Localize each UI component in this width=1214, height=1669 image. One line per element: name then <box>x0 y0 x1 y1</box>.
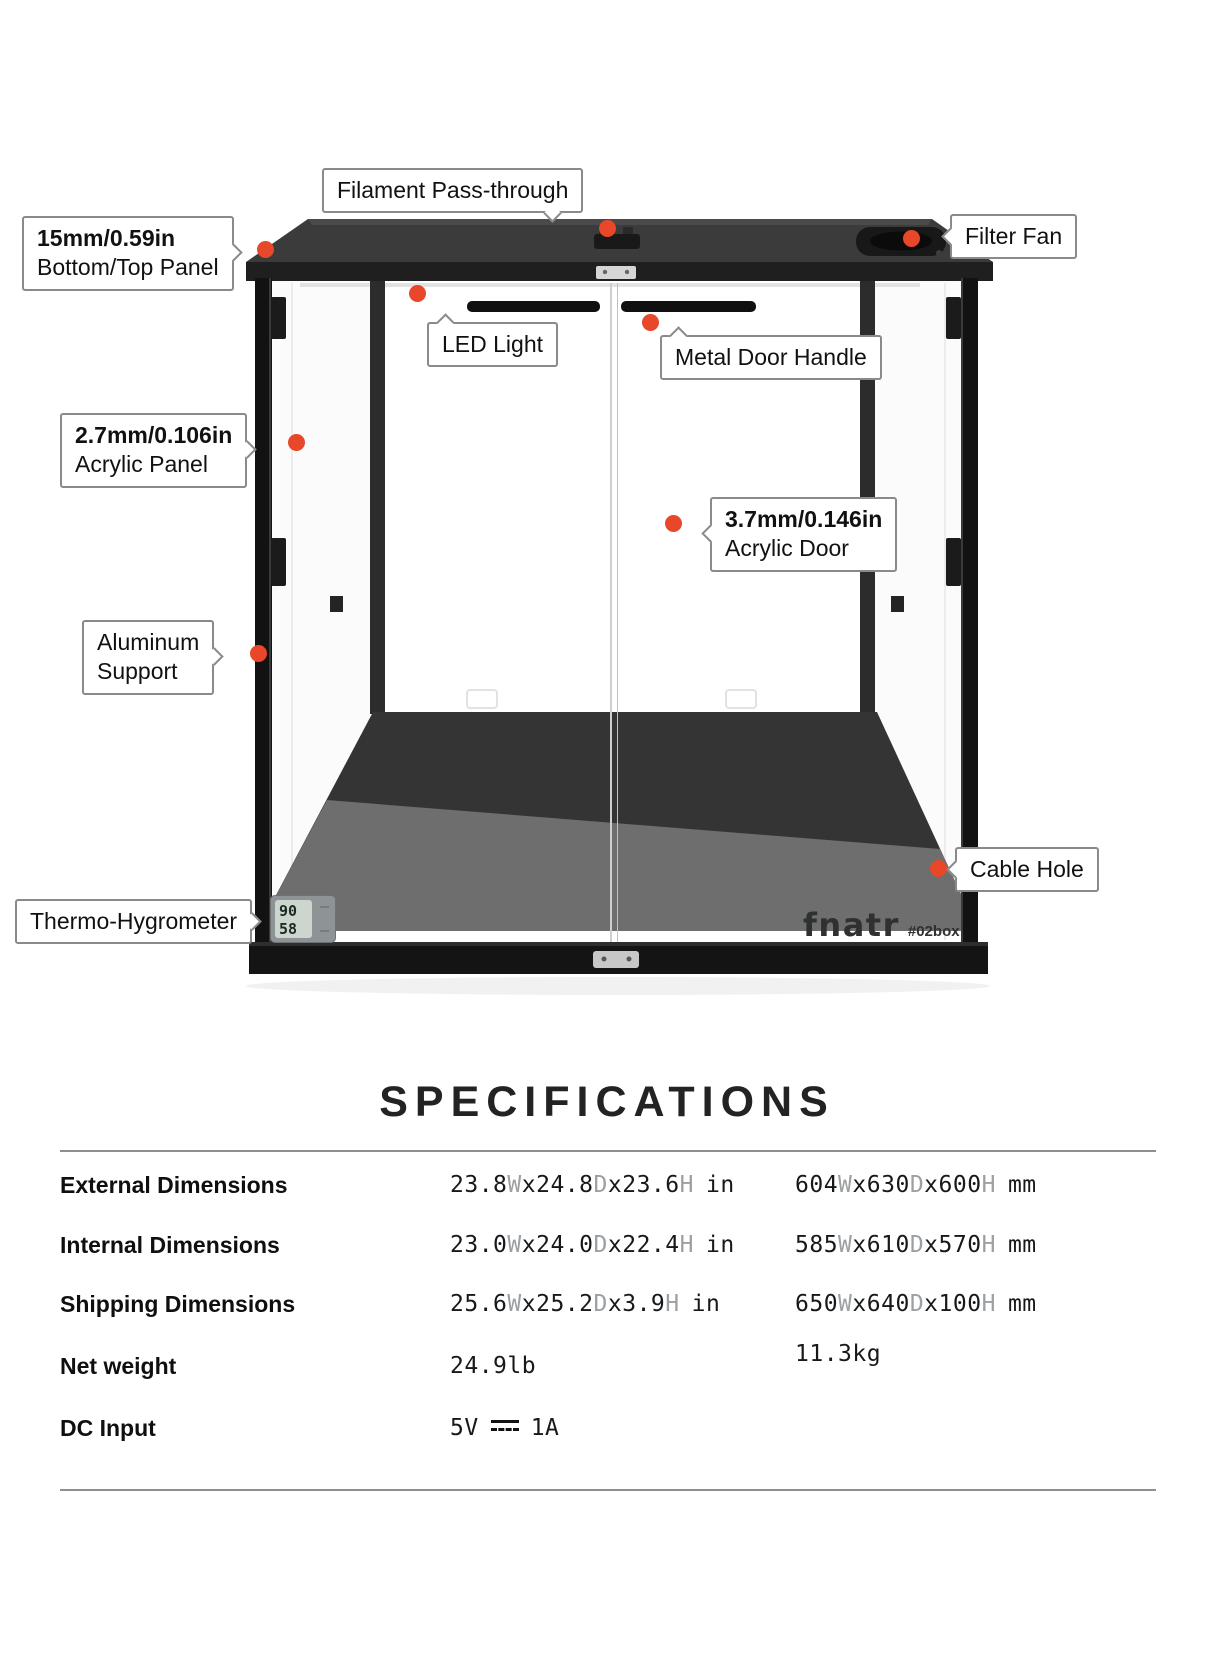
dot-bottom-top-panel <box>257 241 274 258</box>
dot-acrylic-door <box>665 515 682 532</box>
thermo-vent <box>320 906 329 932</box>
callout-acrylic-panel: 2.7mm/0.106in Acrylic Panel <box>60 413 257 488</box>
callout-thermo-hygrometer: Thermo-Hygrometer <box>15 899 262 945</box>
callout-aluminum-support: Aluminum Support <box>82 620 224 695</box>
callout-label: Acrylic Door <box>725 535 849 562</box>
dot-led-light <box>409 285 426 302</box>
dc-symbol-icon <box>490 1420 519 1431</box>
door-handle-left <box>467 301 600 312</box>
callout-label: Cable Hole <box>970 856 1084 882</box>
model-name: #02box <box>907 923 960 940</box>
dot-filter-fan <box>903 230 920 247</box>
dc-current: 1A <box>530 1415 560 1441</box>
dot-filament-pass-through <box>599 220 616 237</box>
callout-acrylic-door: 3.7mm/0.146in Acrylic Door <box>700 497 898 572</box>
callout-label: 2.7mm/0.106in <box>75 422 233 448</box>
callout-metal-door-handle: Metal Door Handle <box>660 325 882 381</box>
top-door-latch <box>596 266 636 279</box>
callout-label: Acrylic Panel <box>75 451 208 478</box>
callout-label: Support <box>97 658 178 685</box>
door-stop-right <box>725 689 757 709</box>
front-post-left <box>255 278 272 953</box>
dot-metal-door-handle <box>642 314 659 331</box>
specs-divider-bottom <box>60 1489 1156 1491</box>
callout-label: 3.7mm/0.146in <box>725 506 883 532</box>
magnet-catch-left <box>330 596 343 612</box>
callout-cable-hole: Cable Hole <box>945 847 1099 893</box>
callout-label: 15mm/0.59in <box>37 225 176 251</box>
callout-label: Bottom/Top Panel <box>37 254 219 281</box>
spec-label: Shipping Dimensions <box>60 1291 296 1317</box>
specifications-title: SPECIFICATIONS <box>379 1078 835 1126</box>
hinge-right-top <box>946 297 961 339</box>
hinge-right-middle <box>946 538 961 586</box>
thermo-lcd: 90 58 <box>275 900 312 938</box>
magnet-catch-right <box>891 596 904 612</box>
ground-shadow <box>246 977 990 995</box>
callout-led-light: LED Light <box>427 312 559 368</box>
door-stop-left <box>466 689 498 709</box>
dot-cable-hole <box>930 860 947 877</box>
callout-label: Filter Fan <box>965 223 1063 249</box>
top-panel-back-highlight <box>308 219 932 225</box>
spec-label: Net weight <box>60 1353 177 1379</box>
thermo-hygrometer-display: 90 58 <box>270 895 336 943</box>
callout-label: Aluminum <box>97 629 200 655</box>
filter-fan <box>856 227 946 256</box>
callout-label: Filament Pass-through <box>337 177 569 203</box>
thermo-reading-bottom: 58 <box>279 920 298 938</box>
spec-label: Internal Dimensions <box>60 1232 280 1258</box>
brand-name: fnatr <box>803 906 900 944</box>
callout-label: Thermo-Hygrometer <box>30 908 238 934</box>
spec-dc-value: 5V 1A <box>450 1415 559 1441</box>
acrylic-side-right <box>861 281 975 930</box>
back-post-left <box>370 281 385 714</box>
front-post-right <box>961 278 978 953</box>
hinge-left-top <box>271 297 286 339</box>
brand-logo: fnatr #02box <box>803 906 960 944</box>
door-handle-right <box>621 301 756 312</box>
callout-filament-pass-through: Filament Pass-through <box>322 168 584 223</box>
spec-label: External Dimensions <box>60 1172 288 1198</box>
dot-acrylic-panel <box>288 434 305 451</box>
bottom-door-latch <box>593 951 639 968</box>
callout-label: Metal Door Handle <box>675 344 867 370</box>
callout-bottom-top-panel: 15mm/0.59in Bottom/Top Panel <box>22 216 243 291</box>
callout-filter-fan: Filter Fan <box>940 214 1078 260</box>
hinge-left-middle <box>271 538 286 586</box>
spec-imperial-value: 24.9lb <box>450 1353 537 1379</box>
thermo-reading-top: 90 <box>279 902 298 920</box>
dc-voltage: 5V <box>450 1415 479 1441</box>
dot-aluminum-support <box>250 645 267 662</box>
door-split-line-2 <box>617 283 618 945</box>
callout-label: LED Light <box>442 331 544 357</box>
specs-divider-top <box>60 1150 1156 1152</box>
spec-label: DC Input <box>60 1415 156 1441</box>
spec-metric-value: 11.3kg <box>795 1341 882 1367</box>
door-split-line <box>610 283 612 945</box>
